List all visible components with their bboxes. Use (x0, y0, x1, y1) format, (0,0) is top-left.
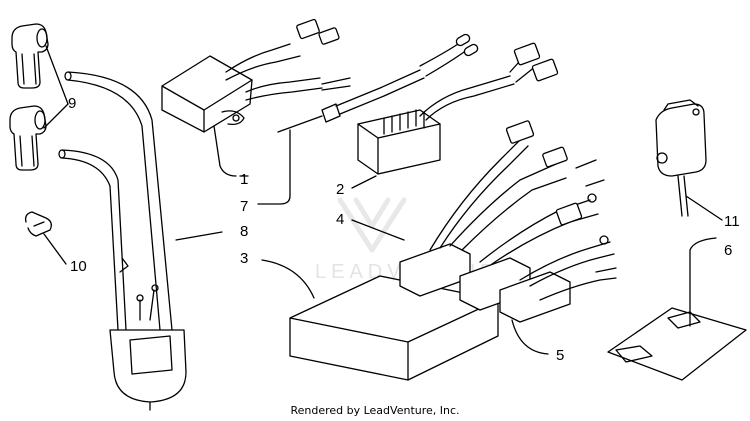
callout-8: 8 (240, 223, 248, 240)
callout-1: 1 (240, 171, 248, 188)
leader-10 (43, 233, 67, 265)
callout-10: 10 (70, 258, 87, 275)
decal-sheet (607, 307, 747, 381)
callout-9: 9 (68, 95, 76, 112)
spark-plug-cap-upper (11, 23, 49, 89)
leader-5 (511, 319, 549, 355)
callout-4: 4 (336, 211, 344, 228)
credit-footer: Rendered by LeadVenture, Inc. (290, 404, 460, 417)
cdi-module (161, 18, 351, 177)
control-box (289, 275, 499, 381)
leader-11 (685, 195, 723, 221)
callout-11: 11 (724, 213, 740, 230)
leader-9a (45, 45, 69, 105)
callout-7: 7 (240, 198, 248, 215)
leader-6 (689, 237, 717, 327)
callout-5: 5 (556, 347, 564, 364)
clip-part (24, 211, 52, 237)
leader-8 (175, 231, 223, 241)
ignition-coil (58, 71, 187, 411)
leader-9b (43, 103, 69, 129)
callout-2: 2 (336, 181, 344, 198)
leader-2 (351, 175, 377, 189)
relay (655, 99, 707, 217)
leader-4 (351, 219, 405, 241)
leader-3 (261, 259, 315, 299)
spark-plug-cap-lower (9, 105, 47, 171)
voltage-regulator (357, 42, 559, 175)
watermark-logo (337, 197, 407, 253)
callout-3: 3 (240, 250, 248, 267)
temp-sensor (257, 33, 479, 205)
callout-6: 6 (724, 242, 732, 259)
wire-harness (399, 120, 617, 323)
